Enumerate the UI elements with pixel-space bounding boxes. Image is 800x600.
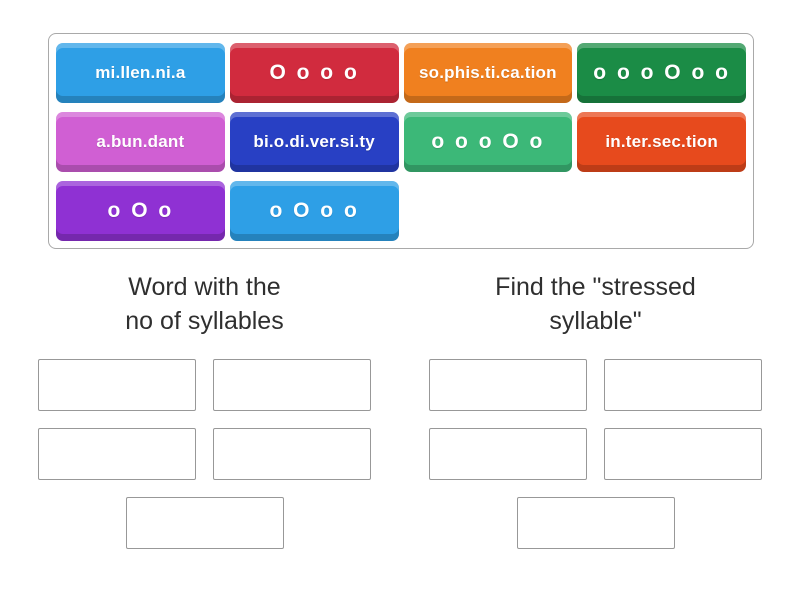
drop-slot[interactable] — [125, 497, 284, 549]
drop-slot[interactable] — [38, 428, 196, 480]
category-title: Word with the no of syllables — [38, 270, 371, 338]
tile-tray-grid: mi.llen.ni.a O o o o so.phis.ti.ca.tion … — [56, 43, 746, 241]
tray-tile[interactable]: o O o — [56, 181, 225, 241]
tray-tile[interactable]: O o o o — [229, 43, 399, 103]
drop-slot[interactable] — [604, 428, 762, 480]
category-title-line: syllable" — [549, 307, 642, 335]
tray-tile[interactable]: in.ter.sec.tion — [577, 112, 746, 172]
tray-tile[interactable]: mi.llen.ni.a — [56, 43, 225, 103]
category-group-syllables: Word with the no of syllables — [38, 270, 371, 549]
tray-tile[interactable]: bi.o.di.ver.si.ty — [229, 112, 399, 172]
tile-tray: mi.llen.ni.a O o o o so.phis.ti.ca.tion … — [48, 33, 754, 249]
drop-slot[interactable] — [516, 497, 675, 549]
tray-tile[interactable]: a.bun.dant — [56, 112, 225, 172]
drop-slot[interactable] — [604, 359, 762, 411]
drop-slot[interactable] — [429, 359, 587, 411]
drop-slot[interactable] — [213, 359, 371, 411]
drop-slot-grid — [429, 359, 762, 549]
category-title-line: Word with the — [128, 273, 281, 301]
tray-tile[interactable]: o O o o — [229, 181, 399, 241]
category-title-line: no of syllables — [125, 307, 284, 335]
category-group-stressed: Find the "stressed syllable" — [429, 270, 762, 549]
drop-slot[interactable] — [429, 428, 587, 480]
drop-slot[interactable] — [213, 428, 371, 480]
category-columns: Word with the no of syllables Find the "… — [0, 270, 800, 549]
drop-slot-grid — [38, 359, 371, 549]
category-title: Find the "stressed syllable" — [429, 270, 762, 338]
tray-tile[interactable]: o o o O o — [403, 112, 573, 172]
tray-tile[interactable]: so.phis.ti.ca.tion — [403, 43, 573, 103]
tray-tile[interactable]: o o o O o o — [577, 43, 746, 103]
drop-slot[interactable] — [38, 359, 196, 411]
category-title-line: Find the "stressed — [495, 273, 696, 301]
